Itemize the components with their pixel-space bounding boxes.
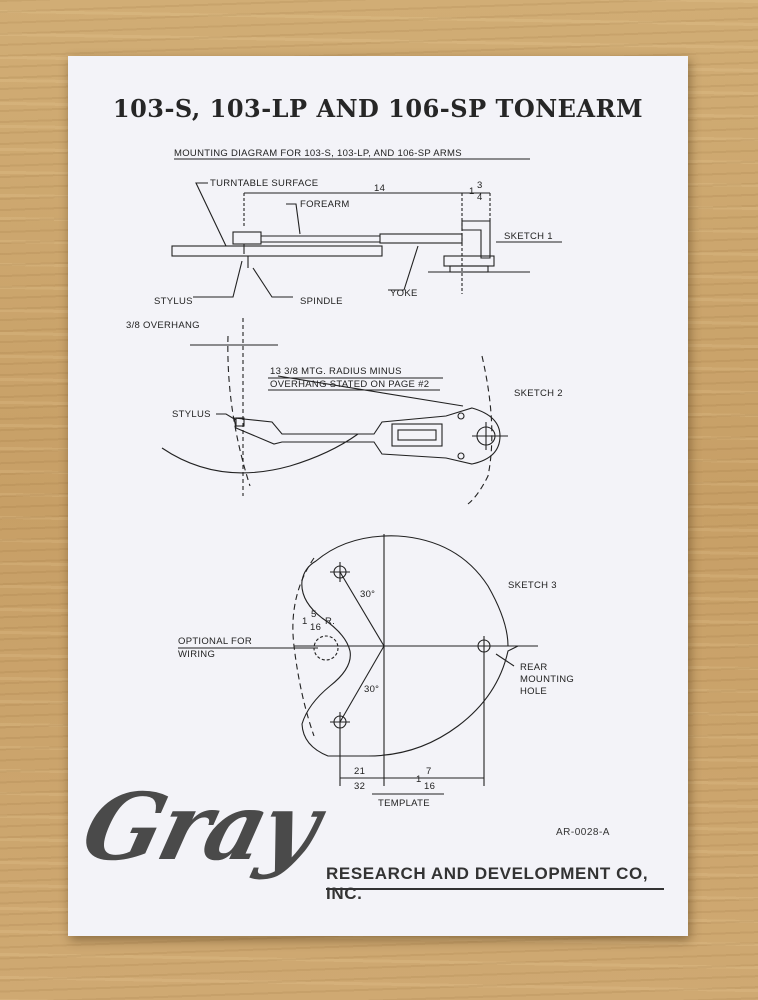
- dim-right-whole: 1: [416, 774, 422, 785]
- optional-wiring-2: WIRING: [178, 649, 215, 660]
- document-sheet: 103-S, 103-LP AND 106-SP TONEARM: [68, 56, 688, 936]
- sketch-2-label: SKETCH 2: [514, 388, 563, 399]
- rear-hole-3: HOLE: [520, 686, 547, 697]
- radius-whole: 1: [302, 616, 308, 627]
- forearm-label: FOREARM: [300, 199, 350, 210]
- rear-hole-2: MOUNTING: [520, 674, 574, 685]
- template-label: TEMPLATE: [378, 798, 430, 809]
- radius-label-2: OVERHANG STATED ON PAGE #2: [270, 379, 429, 390]
- angle-top: 30°: [360, 589, 375, 600]
- angle-bottom: 30°: [364, 684, 379, 695]
- gray-logo: Gray: [72, 773, 328, 881]
- dimension-4: 4: [477, 192, 483, 203]
- stylus-label-2: STYLUS: [172, 409, 211, 420]
- dimension-3: 3: [477, 180, 483, 191]
- dimension-14: 14: [374, 183, 385, 194]
- document-title: 103-S, 103-LP AND 106-SP TONEARM: [112, 94, 644, 123]
- spindle-label: SPINDLE: [300, 296, 343, 307]
- sketch-1-drawing: [171, 182, 562, 298]
- yoke-label: YOKE: [390, 288, 418, 299]
- company-underline: [326, 888, 664, 890]
- dim-left-den: 32: [354, 781, 365, 792]
- optional-wiring-1: OPTIONAL FOR: [178, 636, 252, 647]
- radius-suffix: R.: [325, 616, 335, 627]
- dim-right-num: 7: [426, 766, 432, 777]
- sketch-3-drawing: [178, 534, 538, 795]
- radius-label-1: 13 3/8 MTG. RADIUS MINUS: [270, 366, 402, 377]
- radius-den: 16: [310, 622, 321, 633]
- sketch-1-label: SKETCH 1: [504, 231, 553, 242]
- mounting-diagram: MOUNTING DIAGRAM FOR 103-S, 103-LP, AND …: [126, 148, 574, 809]
- rear-hole-1: REAR: [520, 662, 548, 673]
- sketch-2-drawing: [161, 318, 508, 505]
- document-number: AR-0028-A: [556, 827, 610, 838]
- dimension-1: 1: [469, 186, 475, 197]
- sketch-3-label: SKETCH 3: [508, 580, 557, 591]
- dim-right-den: 16: [424, 781, 435, 792]
- company-name: RESEARCH AND DEVELOPMENT CO, INC.: [326, 864, 649, 903]
- radius-num: 5: [311, 609, 317, 620]
- turntable-surface-label: TURNTABLE SURFACE: [210, 178, 318, 189]
- subtitle: MOUNTING DIAGRAM FOR 103-S, 103-LP, AND …: [174, 148, 462, 159]
- overhang-label: 3/8 OVERHANG: [126, 320, 200, 331]
- stylus-label-1: STYLUS: [154, 296, 193, 307]
- dim-left-num: 21: [354, 766, 365, 777]
